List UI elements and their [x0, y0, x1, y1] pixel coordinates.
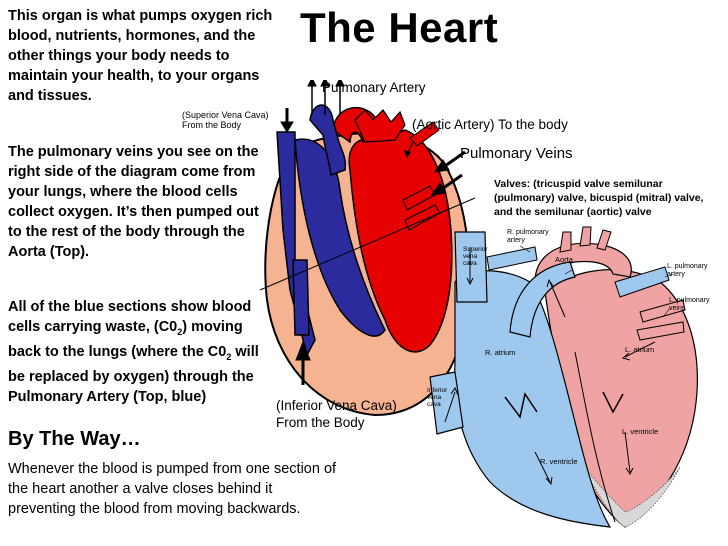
detailed-heart-diagram: R. pulmonary artery Superior vena cava A… — [427, 226, 710, 528]
dl-l-pulmonary-artery-1: L. pulmonary — [667, 263, 708, 270]
valves-leader-line — [259, 197, 476, 291]
label-inferior-vena-cava: (Inferior Vena Cava) From the Body — [276, 397, 397, 431]
dl-l-atrium: L. atrium — [625, 345, 654, 354]
ivc-line-2: From the Body — [276, 415, 365, 430]
p3-part-c: will be replaced by oxygen) through the … — [8, 343, 259, 405]
svc-line-1: (Superior Vena Cava) — [182, 110, 269, 120]
p3-sub-1: 2 — [177, 326, 183, 337]
dl-l-pulmonary-artery-2: artery — [667, 271, 685, 278]
label-pulmonary-veins: Pulmonary Veins — [460, 145, 573, 162]
page-title: The Heart — [300, 4, 499, 51]
vena-cava-blue — [276, 131, 316, 358]
pulmonary-trunk — [509, 261, 576, 338]
by-the-way-heading: By The Way… — [8, 428, 141, 450]
dl-r-pulmonary-artery: R. pulmonary — [507, 229, 549, 236]
dl-inferior-1: Inferior — [427, 387, 448, 394]
pulmonary-veins-paragraph: The pulmonary veins you see on the right… — [8, 144, 259, 260]
label-aortic-artery: (Aortic Artery) To the body — [412, 117, 568, 132]
dl-r-atrium: R. atrium — [485, 348, 515, 357]
vein-arrows — [430, 150, 466, 196]
mitral-valve — [602, 391, 624, 414]
inferior-vena-cava — [292, 259, 310, 336]
r-pulmonary-artery — [486, 246, 538, 271]
p3-sub-2: 2 — [226, 351, 232, 362]
dl-superior-3: cava — [463, 260, 477, 267]
l-pulmonary-vein-2 — [636, 321, 685, 341]
dl-l-pulmonary-veins-1: L. pulmonary — [669, 297, 710, 304]
dl-superior-2: vena — [463, 253, 477, 260]
inferior-arrow — [295, 340, 311, 385]
up-arrows — [307, 80, 345, 115]
l-pulmonary-artery — [614, 266, 670, 298]
dl-superior-1: Superior — [463, 246, 488, 253]
dl-inferior-3: cava — [427, 401, 441, 408]
pulmonary-vein-1 — [409, 121, 440, 147]
label-valves: Valves: (tricuspid valve semilunar (pulm… — [494, 178, 704, 218]
by-the-way-text: Whenever the blood is pumped from one se… — [8, 461, 337, 517]
l-pulmonary-vein-1 — [639, 299, 686, 323]
pulmonary-artery-blue — [309, 104, 347, 177]
svc-line-2: From the Body — [182, 120, 242, 130]
superior-vena-cava — [454, 231, 488, 303]
superior-arrow — [280, 108, 294, 133]
tricuspid-valve — [504, 392, 538, 419]
blue-sections-paragraph: All of the blue sections show blood cell… — [8, 297, 270, 407]
ivc-line-1: (Inferior Vena Cava) — [276, 398, 397, 413]
dl-inferior-2: vena — [427, 394, 441, 401]
dl-l-ventricle: L. ventricle — [622, 427, 658, 436]
dl-l-pulmonary-veins-2: veins — [669, 305, 686, 312]
dl-r-pulmonary-artery-2: artery — [507, 237, 525, 244]
label-pulmonary-artery: Pulmonary Artery — [322, 80, 426, 95]
intro-paragraph: This organ is what pumps oxygen rich blo… — [8, 8, 273, 104]
simple-heart-diagram — [259, 80, 476, 417]
p3-part-b: ) moving back to the lungs (where the C0 — [8, 319, 243, 360]
dl-r-ventricle: R. ventricle — [540, 457, 578, 466]
dl-aorta: Aorta — [555, 255, 574, 264]
flow-arrows — [444, 247, 656, 486]
p3-part-a: All of the blue sections show blood cell… — [8, 299, 252, 335]
label-superior-vena-cava: (Superior Vena Cava) From the Body — [182, 110, 269, 130]
pulmonary-artery-red — [354, 109, 406, 143]
